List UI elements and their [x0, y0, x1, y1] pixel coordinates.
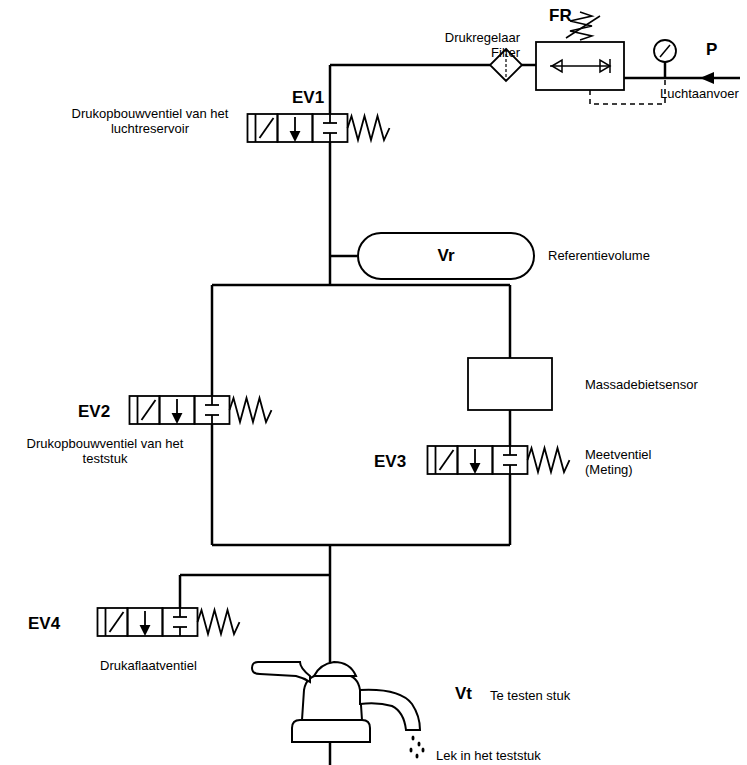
- solenoid: [428, 446, 458, 474]
- part-code: Vt: [455, 684, 472, 703]
- blocked-port: [205, 404, 219, 406]
- blocked-port: [173, 626, 187, 628]
- part-code: EV1: [292, 88, 324, 107]
- valve-square: [278, 114, 313, 142]
- part-name: Luchtaanvoer: [660, 86, 744, 101]
- blocked-port: [329, 114, 331, 123]
- part-code: EV2: [78, 402, 110, 421]
- solenoid: [105, 608, 107, 636]
- blocked-port: [211, 415, 213, 424]
- part-name: Massadebietsensor: [585, 377, 715, 392]
- part-name: Te testen stuk: [490, 688, 620, 703]
- flow-arrow: [141, 626, 149, 634]
- part-name: Drukaflaatventiel: [100, 658, 240, 673]
- valve-square: [313, 114, 348, 142]
- blocked-port: [503, 464, 517, 466]
- valve-square: [128, 608, 163, 636]
- valve-spring: [230, 398, 272, 422]
- solenoid: [142, 400, 156, 420]
- blocked-port: [179, 608, 181, 617]
- blocked-port: [329, 133, 331, 142]
- port-name: P: [706, 40, 717, 59]
- blocked-port: [509, 446, 511, 455]
- part-code: EV3: [374, 452, 406, 471]
- blocked-port: [509, 465, 511, 474]
- part-name: Drukopbouwventiel van het luchtreservoir: [60, 106, 240, 136]
- valve-spring: [528, 448, 570, 472]
- part-name: Drukopbouwventiel van het teststuk: [20, 436, 190, 466]
- node-label: Vr: [437, 246, 454, 266]
- part-code: EV4: [28, 614, 60, 633]
- valve-square: [160, 396, 195, 424]
- part-name: Referentievolume: [548, 248, 678, 263]
- blocked-port: [323, 122, 337, 124]
- valve-square: [458, 446, 493, 474]
- part-code: FR: [549, 6, 572, 25]
- solenoid: [137, 396, 139, 424]
- blocked-port: [323, 132, 337, 134]
- blocked-port: [205, 414, 219, 416]
- solenoid: [248, 114, 278, 142]
- solenoid: [260, 118, 274, 138]
- valve-spring: [198, 610, 240, 634]
- flow-arrow: [291, 132, 299, 140]
- flow-arrow: [173, 414, 181, 422]
- note: Lek in het teststuk: [436, 748, 586, 763]
- valve-square: [195, 396, 230, 424]
- solenoid: [440, 450, 454, 470]
- blocked-port: [173, 616, 187, 618]
- part-name: Drukregelaar Filter: [430, 30, 520, 60]
- faucet-illustration: [252, 662, 420, 742]
- solenoid: [110, 612, 124, 632]
- solenoid: [130, 396, 160, 424]
- flow-arrow: [471, 464, 479, 472]
- valve-square: [163, 608, 198, 636]
- mass-flow-sensor: [468, 358, 552, 410]
- blocked-port: [503, 454, 517, 456]
- solenoid: [255, 114, 257, 142]
- part-name: Meetventiel (Meting): [585, 447, 685, 477]
- solenoid: [98, 608, 128, 636]
- valve-spring: [348, 116, 390, 140]
- blocked-port: [179, 627, 181, 636]
- reservoir-tank: Vr: [357, 232, 535, 280]
- solenoid: [435, 446, 437, 474]
- blocked-port: [211, 396, 213, 405]
- valve-square: [493, 446, 528, 474]
